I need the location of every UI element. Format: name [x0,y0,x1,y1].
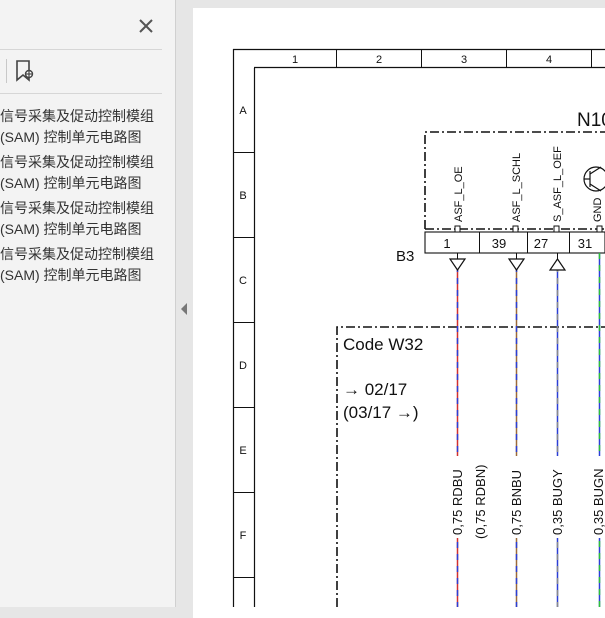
bookmark-item[interactable]: 信号采集及促动控制模组 (SAM) 控制单元电路图 [0,152,175,194]
signal-label: GND [592,198,604,223]
panel-divider [0,93,162,94]
bookmark-item[interactable]: 信号采集及促动控制模组 (SAM) 控制单元电路图 [0,198,175,240]
bookmark-line1: 信号采集及促动控制模组 [0,108,154,124]
panel-divider [0,49,162,50]
column-label: 4 [546,54,552,66]
bookmark-line2: (SAM) 控制单元电路图 [0,221,142,237]
code-box-title: Code W32 [343,335,423,354]
pin-number: 39 [492,236,506,251]
row-label: B [239,190,246,202]
row-label: D [239,360,247,372]
signal-label: ASF_L_SCHL [511,153,523,222]
wire-label: 0,75 RDBU [450,469,465,535]
module-label: N10 [577,110,605,131]
column-label: 1 [292,54,298,66]
wiring-diagram: 1 2 3 4 A B C D E F N10 B3 1 39 27 31 AS… [232,48,605,607]
pin-number: 27 [534,236,548,251]
bookmark-item[interactable]: 信号采集及促动控制模组 (SAM) 控制单元电路图 [0,106,175,148]
signal-label: S_ASF_L_OEF [552,146,564,222]
wire-label: 0,35 BUGY [550,469,565,535]
panel-splitter[interactable] [175,0,194,607]
toolbar-separator [6,59,7,83]
row-label: F [240,530,247,542]
bookmark-line1: 信号采集及促动控制模组 [0,246,154,262]
bookmark-line1: 信号采集及促动控制模组 [0,200,154,216]
row-label: A [239,105,247,117]
wire-label-alt: (0,75 RDBN) [473,465,488,539]
connector-label: B3 [396,248,414,265]
bookmark-line2: (SAM) 控制单元电路图 [0,267,142,283]
bookmark-line1: 信号采集及促动控制模组 [0,154,154,170]
wire-label: 0,75 BNBU [509,470,524,535]
bookmark-line2: (SAM) 控制单元电路图 [0,175,142,191]
wire-label: 0,35 BUGN [591,469,605,535]
signal-label: ASF_L_OE [453,166,465,222]
row-label: E [239,445,246,457]
close-icon[interactable] [136,16,156,36]
column-label: 3 [461,54,467,66]
collapse-left-icon[interactable] [181,303,187,315]
pin-number: 31 [578,236,592,251]
row-label: C [239,275,247,287]
code-box-line2: (03/17 →) [343,403,419,422]
bookmark-icon[interactable] [14,59,36,83]
pin-number: 1 [443,236,450,251]
bookmark-item[interactable]: 信号采集及促动控制模组 (SAM) 控制单元电路图 [0,244,175,286]
code-box-line1: → 02/17 [343,380,407,399]
document-page: 1 2 3 4 A B C D E F N10 B3 1 39 27 31 AS… [193,8,605,618]
bookmarks-panel: 信号采集及促动控制模组 (SAM) 控制单元电路图 信号采集及促动控制模组 (S… [0,0,175,607]
bookmark-line2: (SAM) 控制单元电路图 [0,129,142,145]
column-label: 2 [376,54,382,66]
